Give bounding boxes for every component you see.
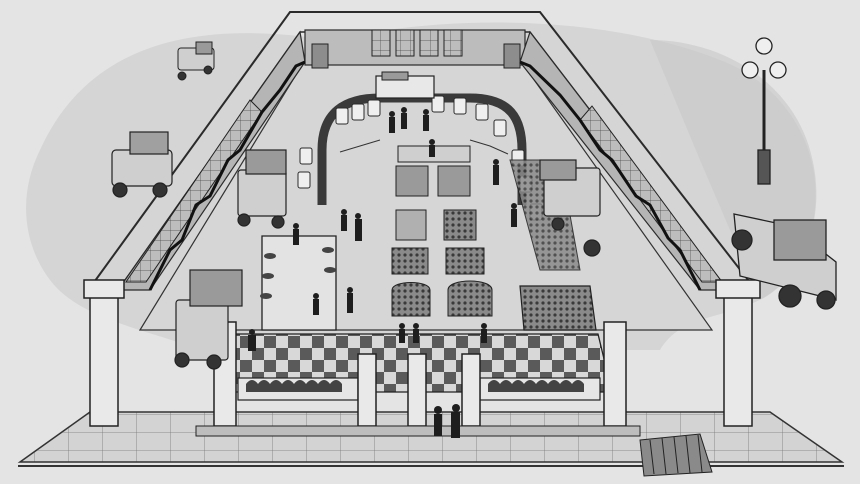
display-cases [391,145,493,317]
car-inside-left [237,149,287,229]
person [481,323,487,343]
corner-pillar-left [89,295,119,427]
person [434,406,442,436]
display-case [395,165,429,197]
person [293,223,299,245]
counter-displays [260,247,336,299]
person [355,213,362,241]
car-inside-front-left [174,269,243,370]
display-dome [447,280,493,317]
plants-right [488,380,584,392]
person [423,109,429,131]
display-case [445,247,485,275]
person [313,293,319,315]
back-door-right [503,43,521,69]
sidewalk [17,411,845,463]
display-case [391,247,429,275]
front-base [195,425,641,437]
car-top-left [177,41,215,81]
display-case [395,209,427,241]
plants-left [246,380,342,392]
person [451,404,460,438]
pillar [461,353,481,427]
corner-pillar-cap-right [715,279,761,299]
rope-barrier [339,139,509,155]
pillar [603,321,627,427]
delivery-truck-back [375,71,435,99]
car-inside-right [539,159,601,257]
facade-pillars [83,279,761,427]
pillar [357,353,377,427]
people [248,107,517,438]
back-window-4 [443,29,463,57]
person [389,111,395,133]
person [341,209,347,231]
back-window-2 [395,29,415,57]
back-window-1 [371,29,391,57]
person [248,329,256,351]
back-wall [304,29,526,66]
display-dome [391,282,431,317]
person [401,107,407,129]
building-outline [91,11,753,286]
cutaway-edge-left [148,60,306,291]
display-case [437,165,471,197]
pillar [407,353,427,427]
display-case [443,209,477,241]
back-door-left [311,43,329,69]
corner-pillar-right [723,295,753,427]
right-produce-stand [519,285,597,331]
car-left [111,131,173,198]
street-grate-bars [649,434,703,475]
back-window-3 [419,29,439,57]
person [413,323,419,343]
person [511,203,517,227]
person [347,287,353,313]
person [399,323,405,343]
person [429,139,435,157]
person [493,159,499,185]
cutaway-edge-right [519,60,702,291]
corner-pillar-cap-left [83,279,125,299]
street-lamp [741,37,787,185]
car-right [731,213,837,310]
